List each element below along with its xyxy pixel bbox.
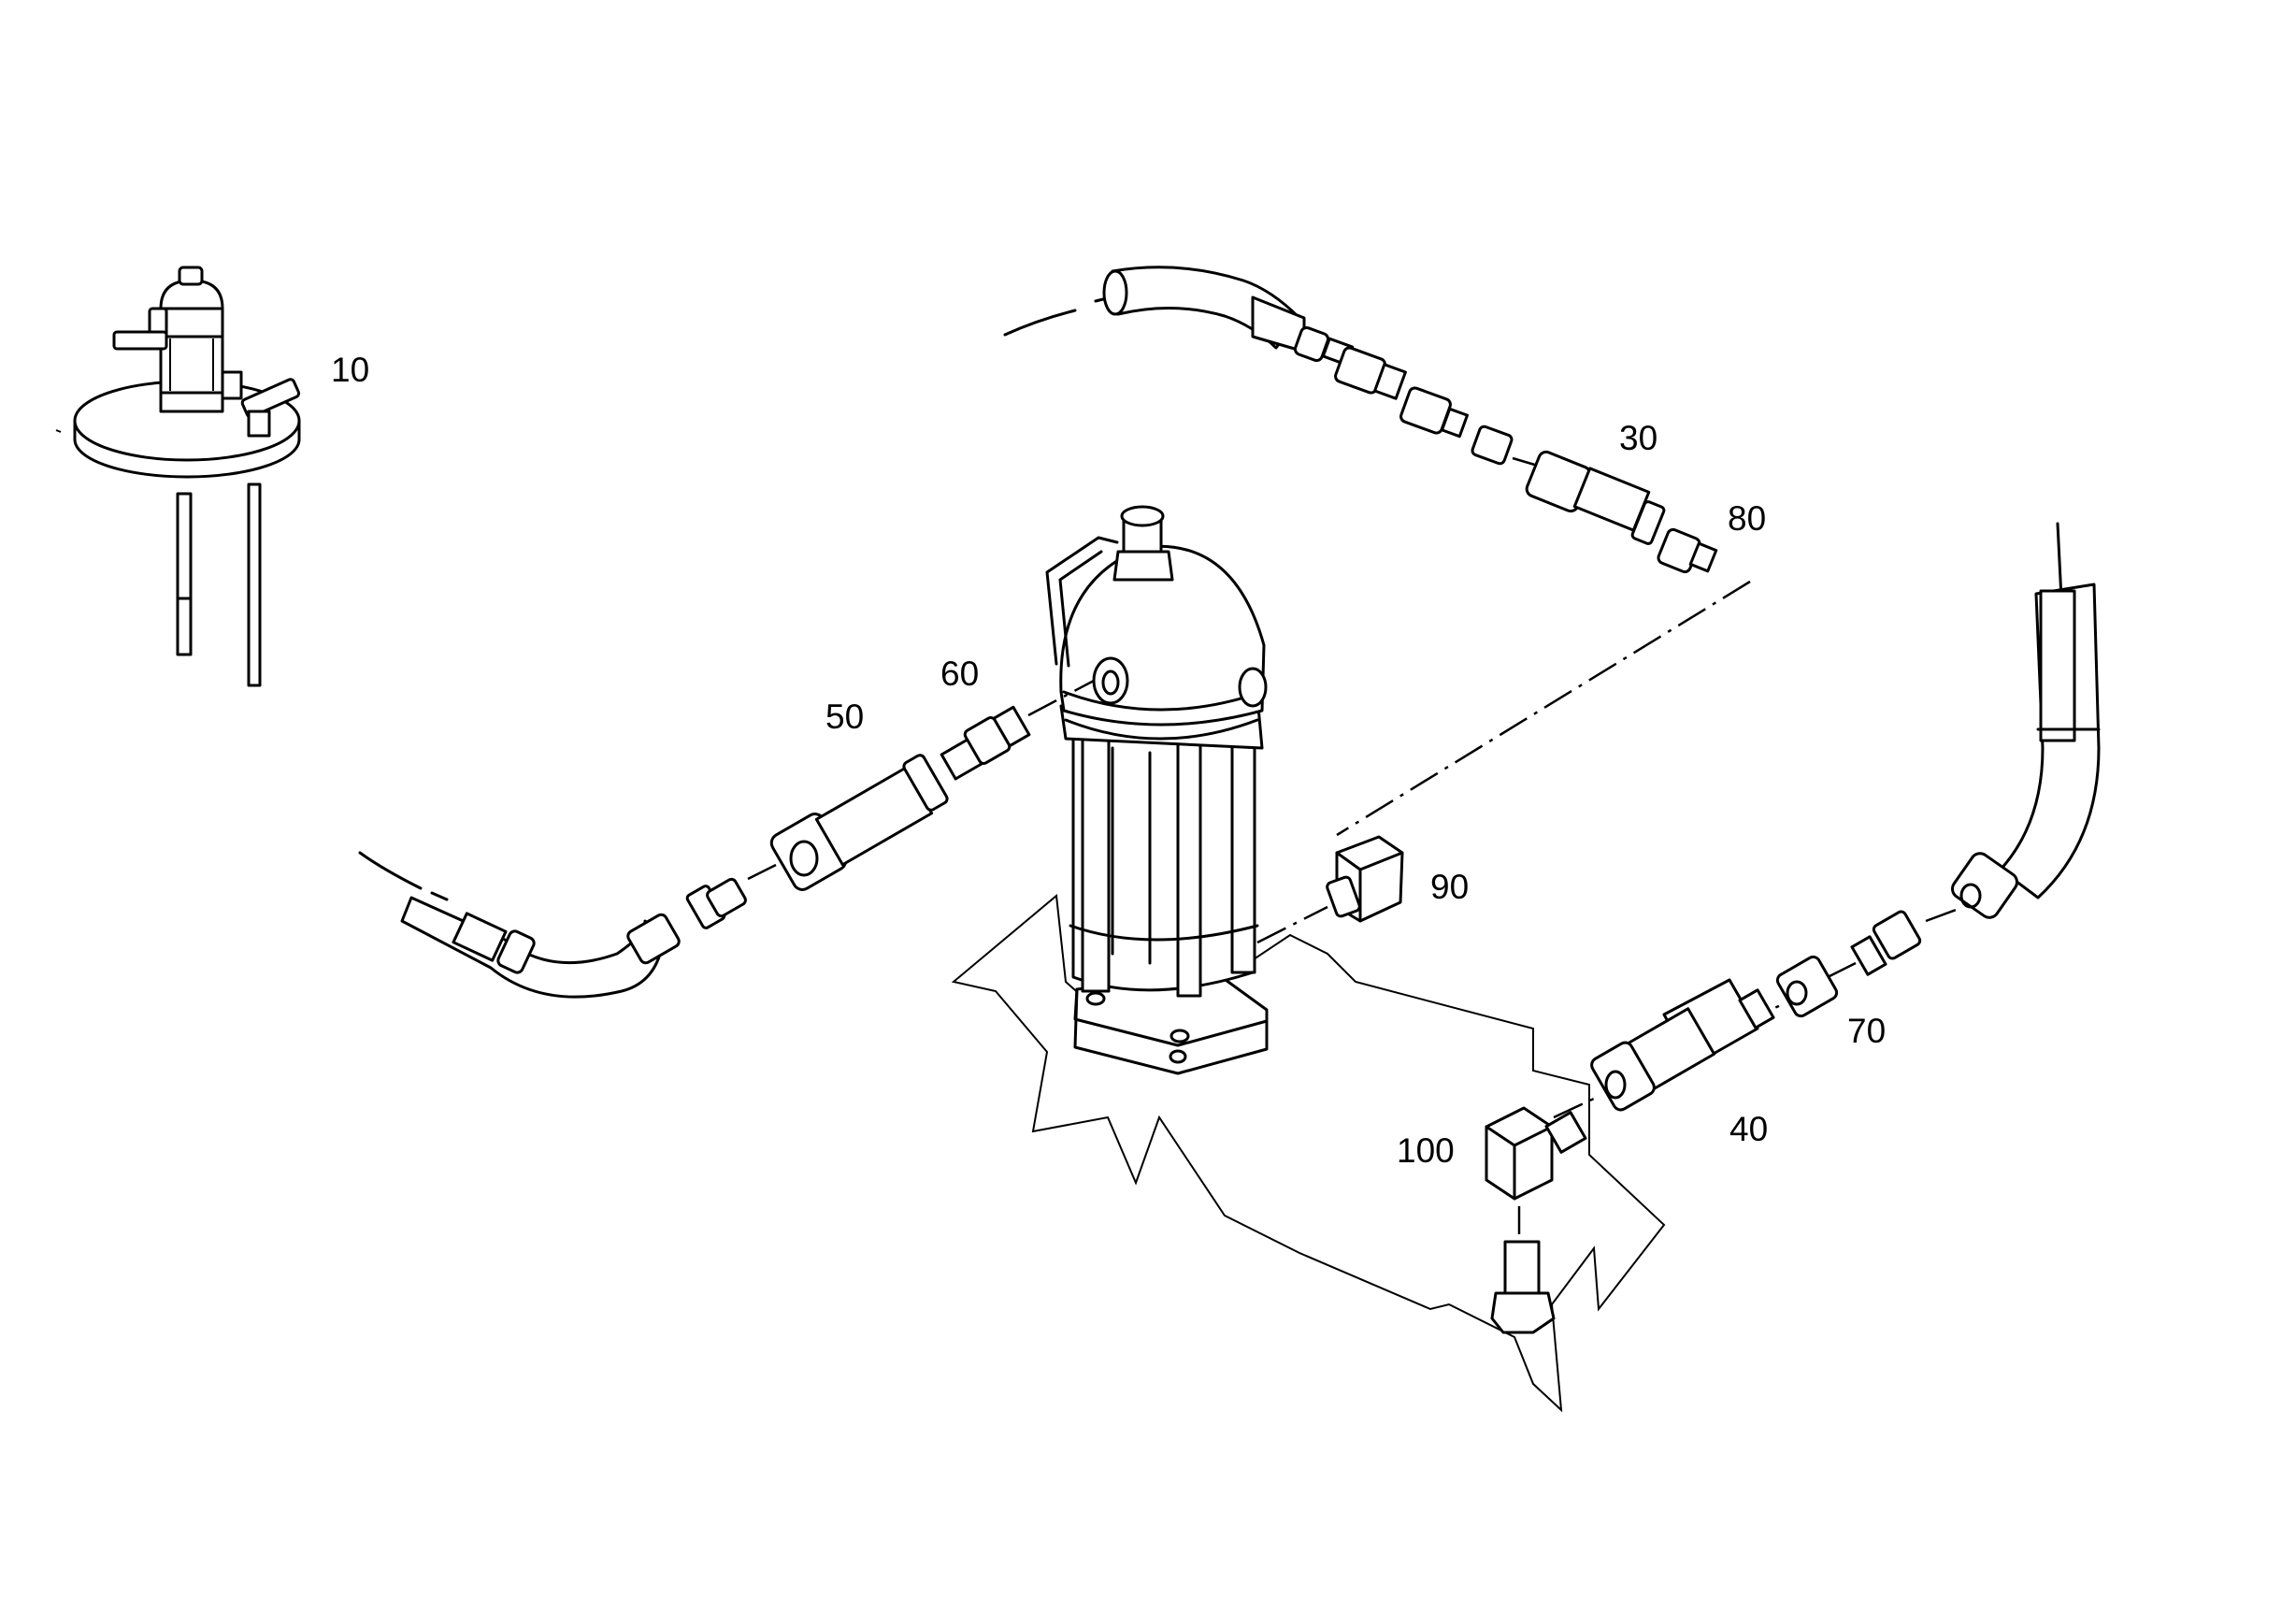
part-70-nut — [1775, 955, 1839, 1018]
callout-90: 90 — [1430, 868, 1469, 906]
right-hose-line — [1951, 522, 2101, 919]
part-80-nipple — [1657, 527, 1718, 574]
part-30-coupling — [1525, 450, 1666, 545]
callout-30: 30 — [1619, 419, 1657, 457]
part-90-elbow — [1326, 835, 1404, 923]
callout-60: 60 — [940, 655, 979, 693]
upper-hose-line — [1003, 266, 1355, 367]
left-fittings — [685, 863, 777, 929]
callout-40: 40 — [1729, 1110, 1768, 1148]
part-50-filter — [769, 754, 949, 891]
part-100-elbow — [1485, 1106, 1587, 1334]
left-hose-line — [358, 851, 681, 999]
part-10-pump-lid-assembly — [55, 266, 301, 687]
callouts: 10 30 80 60 50 90 70 40 100 — [331, 351, 1886, 1170]
upper-fittings — [1334, 346, 1539, 468]
callout-70: 70 — [1847, 1012, 1886, 1050]
callout-10: 10 — [331, 351, 369, 389]
central-pressure-tank — [951, 505, 1666, 1413]
callout-80: 80 — [1728, 499, 1766, 538]
callout-100: 100 — [1397, 1131, 1455, 1170]
right-fittings — [1827, 910, 1922, 979]
part-60-adapter — [940, 679, 1095, 781]
part-40-quick-coupling — [1590, 978, 1775, 1112]
callout-50: 50 — [825, 698, 864, 736]
